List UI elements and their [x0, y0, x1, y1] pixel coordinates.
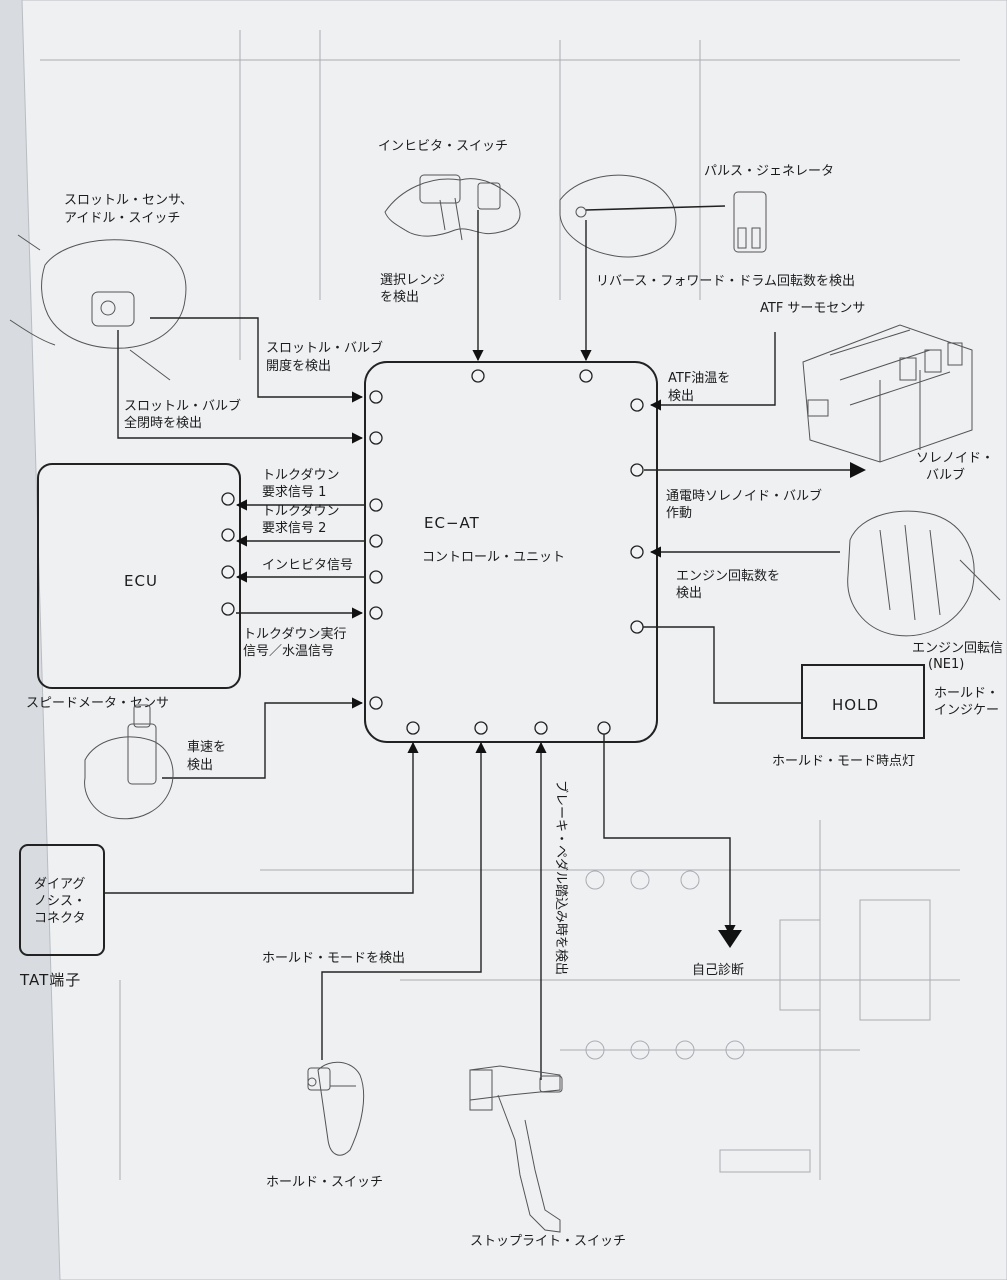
solenoid-arrowhead: [850, 462, 866, 478]
atf-thermo-label: ATF サーモセンサ: [760, 301, 865, 316]
tat-terminal-label: TAT端子: [19, 971, 81, 989]
hold-switch-sketch: [307, 1061, 365, 1156]
throttle-sensor-sketch: [9, 234, 187, 381]
hold-indicator-l2: インジケー: [934, 703, 999, 718]
stoplight-switch-sketch: [469, 1065, 563, 1233]
hold-mode-line: [321, 741, 487, 1060]
atf-temp-l1: ATF油温を: [668, 371, 730, 386]
atf-solenoid-sketch: [802, 324, 973, 463]
paper-sheet: [21, 0, 1007, 1280]
stoplight-switch-label: ストップライト・スイッチ: [470, 1234, 626, 1249]
self-diagnosis-label: 自己診断: [692, 962, 744, 978]
engine-sensor-sketch: [847, 510, 1001, 637]
control-unit-pins: [369, 369, 644, 735]
torque-req1-l2: 要求信号 1: [262, 485, 326, 500]
solenoid-drive-l2: 作動: [666, 506, 692, 521]
solenoid-valve-l1: ソレノイド・: [916, 451, 994, 466]
inhibitor-signal-label: インヒビタ信号: [262, 558, 353, 573]
hold-mode-detect-label: ホールド・モードを検出: [262, 951, 405, 966]
throttle-closed-l1: スロットル・バルブ: [124, 398, 241, 414]
hold-lamp-line: [643, 626, 802, 704]
connector-l2: ノシス・: [34, 894, 86, 909]
vehicle-speed-line: [162, 697, 364, 779]
throttle-open-l2: 開度を検出: [266, 358, 331, 374]
ecu-pins: [221, 492, 235, 616]
diagnosis-line: [104, 741, 419, 894]
self-diagnosis-arrow: [718, 930, 742, 948]
vehicle-speed-l2: 検出: [187, 758, 213, 773]
torque-exec-l2: 信号／水温信号: [243, 644, 334, 659]
hold-switch-label: ホールド・スイッチ: [266, 1175, 383, 1190]
self-diagnosis-line: [603, 734, 736, 937]
inhibitor-switch-sketch: [384, 174, 521, 241]
throttle-open-line: [150, 317, 364, 403]
brake-detect-label: ブレーキ・ペダル踏込み時を検出: [553, 780, 569, 975]
throttle-closed-l2: 全閉時を検出: [124, 415, 202, 431]
torque-req2-l1: トルクダウン: [262, 504, 339, 519]
ecu-label: ECU: [124, 572, 158, 590]
select-range-l2: を検出: [380, 290, 419, 305]
inhibitor-switch-label: インヒビタ・スイッチ: [378, 139, 508, 154]
torque-exec-l1: トルクダウン実行: [243, 626, 346, 642]
atf-temp-line: [649, 332, 776, 411]
throttle-closed-line: [117, 330, 364, 444]
connector-l1: ダイアグ: [34, 877, 85, 892]
engine-rev-l1: エンジン回転信: [912, 641, 1003, 656]
pulse-generator-sketch: [559, 174, 767, 258]
hold-indicator-l1: ホールド・: [934, 686, 999, 701]
engine-rev-l2: (NE1): [928, 657, 964, 672]
show-through-background: [40, 30, 960, 1180]
hold-lamp-label: ホールド・モード時点灯: [772, 754, 915, 769]
throttle-sensor-l2: アイドル・スイッチ: [64, 211, 180, 226]
torque-req1-l1: トルクダウン: [262, 468, 339, 483]
hold-box-label: HOLD: [832, 696, 879, 714]
speedometer-sensor-sketch: [84, 704, 174, 820]
engine-speed-l2: 検出: [676, 586, 702, 601]
drum-speed-label: リバース・フォワード・ドラム回転数を検出: [596, 274, 855, 289]
torque-req2-l2: 要求信号 2: [262, 521, 326, 536]
pulse-generator-label: パルス・ジェネレータ: [704, 164, 834, 179]
solenoid-valve-l2: バルブ: [926, 467, 965, 483]
solenoid-drive-l1: 通電時ソレノイド・バルブ: [666, 488, 822, 504]
vehicle-speed-l1: 車速を: [187, 740, 226, 755]
diagnosis-connector-box: [19, 844, 105, 956]
connector-l3: コネクタ: [34, 911, 85, 926]
select-range-l1: 選択レンジ: [380, 273, 445, 288]
engine-speed-l1: エンジン回転数を: [676, 569, 780, 584]
throttle-open-l1: スロットル・バルブ: [266, 340, 383, 356]
speedometer-sensor-label: スピードメータ・センサ: [26, 696, 169, 711]
control-unit-subtitle: コントロール・ユニット: [422, 550, 565, 565]
throttle-sensor-l1: スロットル・センサ、: [64, 193, 193, 208]
atf-temp-l2: 検出: [668, 389, 694, 404]
hold-indicator-box: [801, 664, 925, 739]
control-unit-title: EC−AT: [424, 514, 480, 532]
